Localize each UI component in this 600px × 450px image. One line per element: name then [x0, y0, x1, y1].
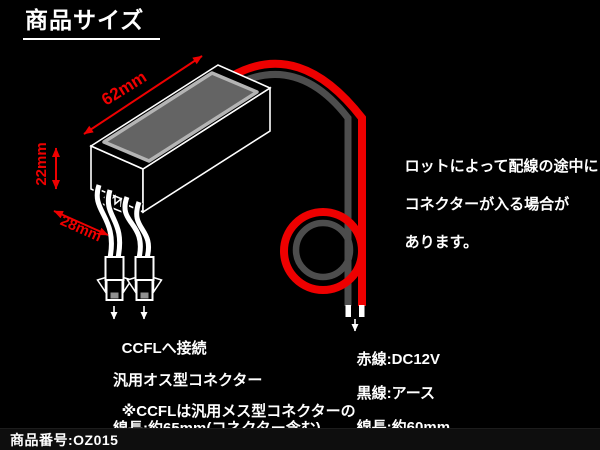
power-note-line1: 赤線:DC12V [356, 351, 441, 368]
dimension-label-length: 62mm [98, 67, 150, 109]
lot-note-line2: コネクターが入る場合が [404, 196, 570, 213]
dimension-label-width: 28mm [58, 212, 105, 245]
ccfl-note-line1: CCFLへ接続 [121, 340, 207, 357]
lot-note-line1: ロットによって配線の途中に [404, 158, 599, 175]
male-connector-left [96, 256, 133, 301]
lot-note: ロットによって配線の途中に コネクターが入る場合が あります。 [388, 138, 599, 271]
product-number: 商品番号:OZ015 [10, 431, 119, 448]
page-title-text: 商品サイズ [25, 7, 145, 33]
red-wire [230, 59, 366, 317]
white-wire-2 [105, 189, 123, 259]
male-connector-right [126, 256, 163, 301]
black-wire-tip [345, 305, 351, 317]
red-wire-tip [359, 305, 365, 317]
ccfl-note-line2: 汎用オス型コネクター [113, 372, 263, 389]
white-wire-3 [122, 196, 143, 259]
ccfl-warning-line1: ※CCFLは汎用メス型コネクターの [121, 403, 356, 420]
dimension-arrow-width [53, 210, 109, 236]
power-note-line2: 黒線:アース [356, 385, 436, 402]
dimension-arrow-length [83, 55, 203, 135]
lot-note-line3: あります。 [404, 234, 479, 251]
page-title: 商品サイズ [23, 7, 161, 41]
pointer-arrows [110, 306, 359, 332]
dimension-label-height: 22mm [33, 142, 50, 185]
product-number-bar: 商品番号:OZ015 [0, 428, 600, 450]
white-wire-4 [134, 201, 151, 259]
